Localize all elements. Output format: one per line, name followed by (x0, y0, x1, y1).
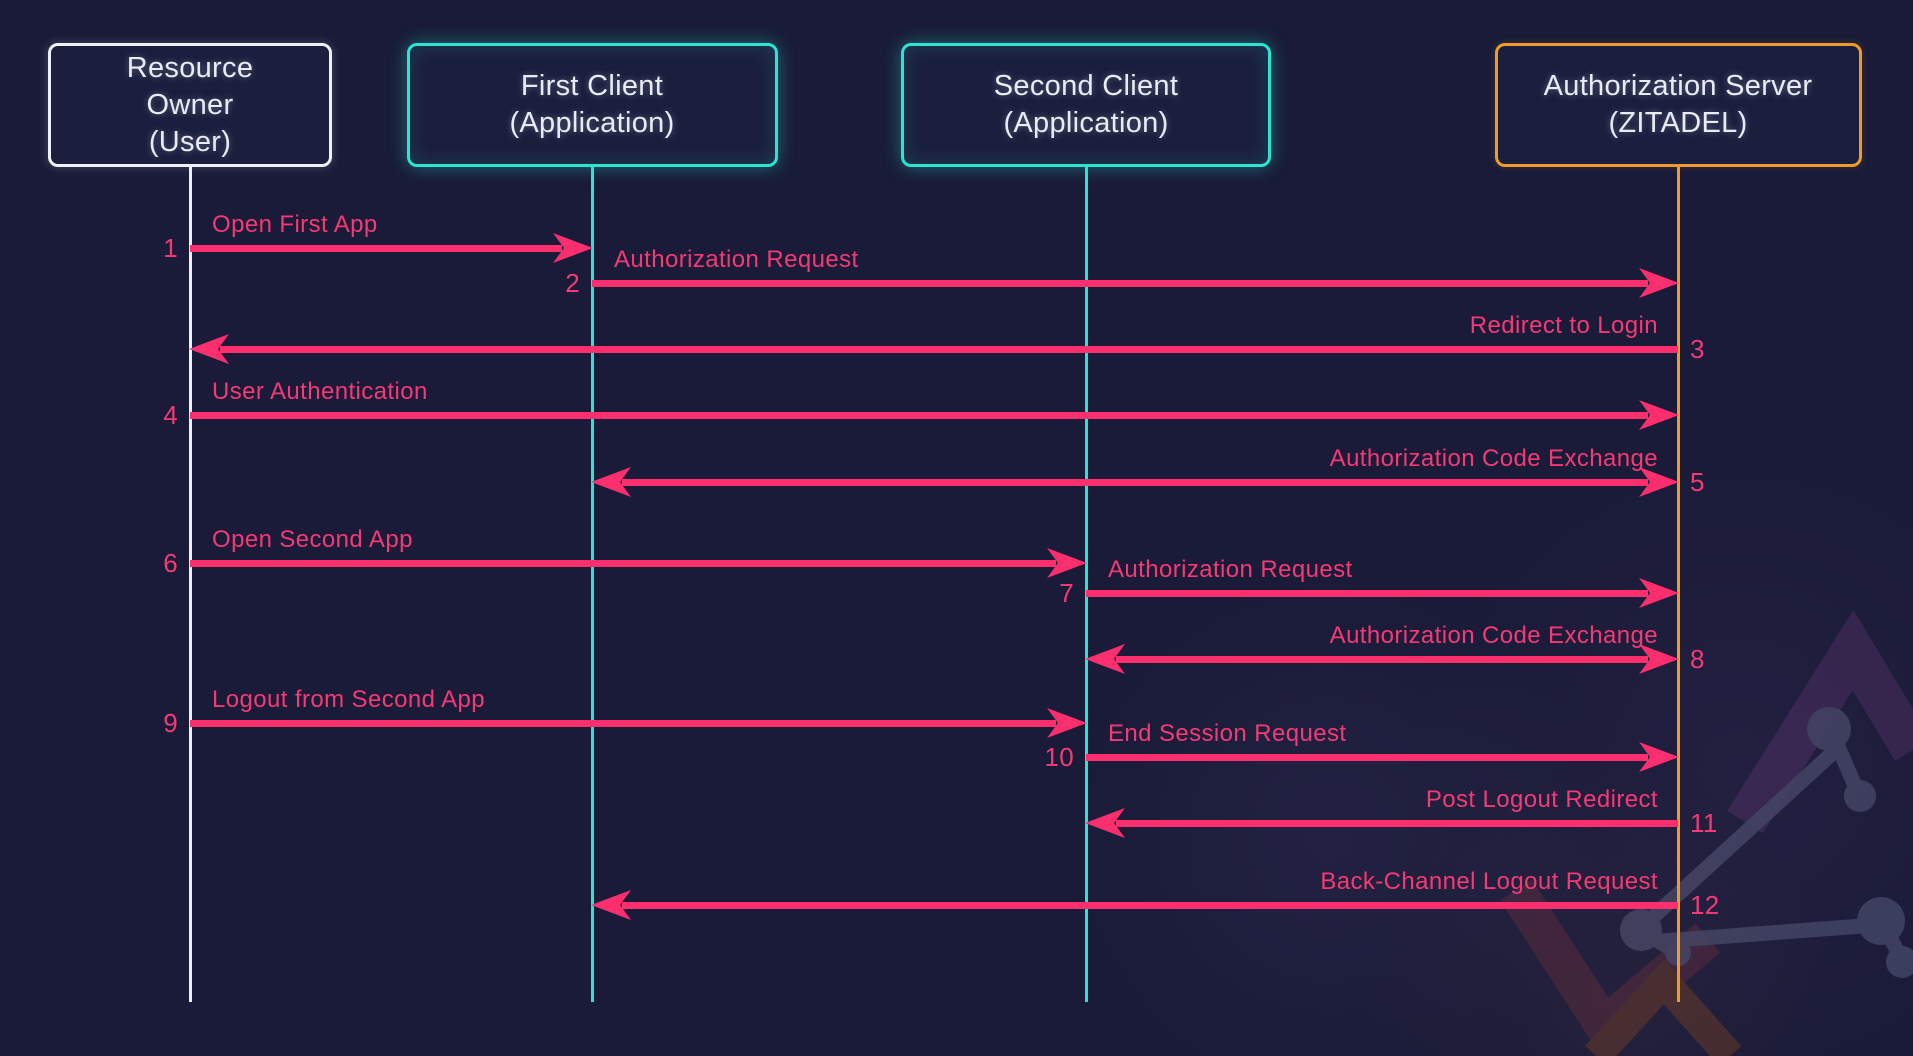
arrowhead-right-icon (1639, 578, 1679, 608)
actor-label-line: First Client (520, 70, 664, 102)
message-number: 3 (1690, 334, 1705, 364)
actor-box-auth_server: Authorization Server (ZITADEL) (1494, 43, 1862, 167)
message-label: Back-Channel Logout Request (1320, 868, 1658, 895)
message-line (1086, 754, 1648, 761)
lifeline-first_client (590, 165, 594, 1002)
arrowhead-left-icon (189, 334, 229, 364)
message-number: 2 (565, 268, 580, 298)
message-label: Logout from Second App (212, 686, 485, 713)
actor-box-first_client: First Client (Application) (406, 43, 778, 167)
message-label: Post Logout Redirect (1425, 786, 1658, 813)
arrowhead-left-icon (591, 890, 631, 920)
arrowhead-right-icon (1639, 400, 1679, 430)
message-number: 12 (1690, 890, 1720, 920)
message-label: Open First App (212, 211, 378, 238)
message-label: Authorization Request (1108, 556, 1353, 583)
arrowhead-right-icon (1047, 708, 1087, 738)
message-number: 10 (1044, 742, 1074, 772)
message-number: 5 (1690, 467, 1705, 497)
message-line (622, 479, 1648, 486)
message-label: Authorization Code Exchange (1329, 622, 1658, 649)
actor-label-line: (Application) (1003, 107, 1169, 139)
message-label: Redirect to Login (1469, 312, 1658, 339)
message-number: 7 (1059, 578, 1074, 608)
actor-label-line: Owner (146, 88, 234, 121)
arrowhead-left-icon (1085, 644, 1125, 674)
arrowhead-right-icon (1047, 548, 1087, 578)
arrowhead-right-icon (553, 233, 593, 263)
actor-label-line: Resource (126, 51, 254, 84)
message-line (592, 280, 1648, 287)
message-number: 4 (163, 400, 178, 430)
message-number: 8 (1690, 644, 1705, 674)
message-label: Open Second App (212, 526, 413, 553)
message-line (190, 720, 1056, 727)
message-number: 9 (163, 708, 178, 738)
arrowhead-right-icon (1639, 742, 1679, 772)
actor-label-line: (ZITADEL) (1608, 107, 1748, 139)
arrowhead-right-icon (1639, 268, 1679, 298)
message-line (1086, 590, 1648, 597)
message-line (190, 560, 1056, 567)
actor-label-line: Second Client (993, 70, 1179, 102)
message-label: End Session Request (1108, 720, 1347, 747)
message-line (190, 245, 562, 252)
message-number: 6 (163, 548, 178, 578)
lifeline-user (188, 165, 192, 1002)
message-line (190, 412, 1648, 419)
message-line (622, 902, 1678, 909)
message-line (1116, 820, 1678, 827)
arrowhead-right-icon (1639, 467, 1679, 497)
message-number: 11 (1690, 808, 1718, 838)
message-label: Authorization Request (614, 246, 859, 273)
message-number: 1 (163, 233, 178, 263)
message-label: Authorization Code Exchange (1329, 445, 1658, 472)
actor-box-second_client: Second Client (Application) (901, 43, 1271, 167)
lifeline-auth_server (1676, 165, 1680, 1002)
actor-label-line: Authorization Server (1543, 70, 1813, 102)
arrowhead-right-icon (1639, 644, 1679, 674)
arrowhead-left-icon (1085, 808, 1125, 838)
lifeline-second_client (1084, 165, 1088, 1002)
message-label: User Authentication (212, 378, 428, 405)
actor-label-line: (User) (148, 125, 232, 158)
message-line (1116, 656, 1648, 663)
message-line (220, 346, 1678, 353)
actor-label-line: (Application) (509, 107, 675, 139)
arrowhead-left-icon (591, 467, 631, 497)
